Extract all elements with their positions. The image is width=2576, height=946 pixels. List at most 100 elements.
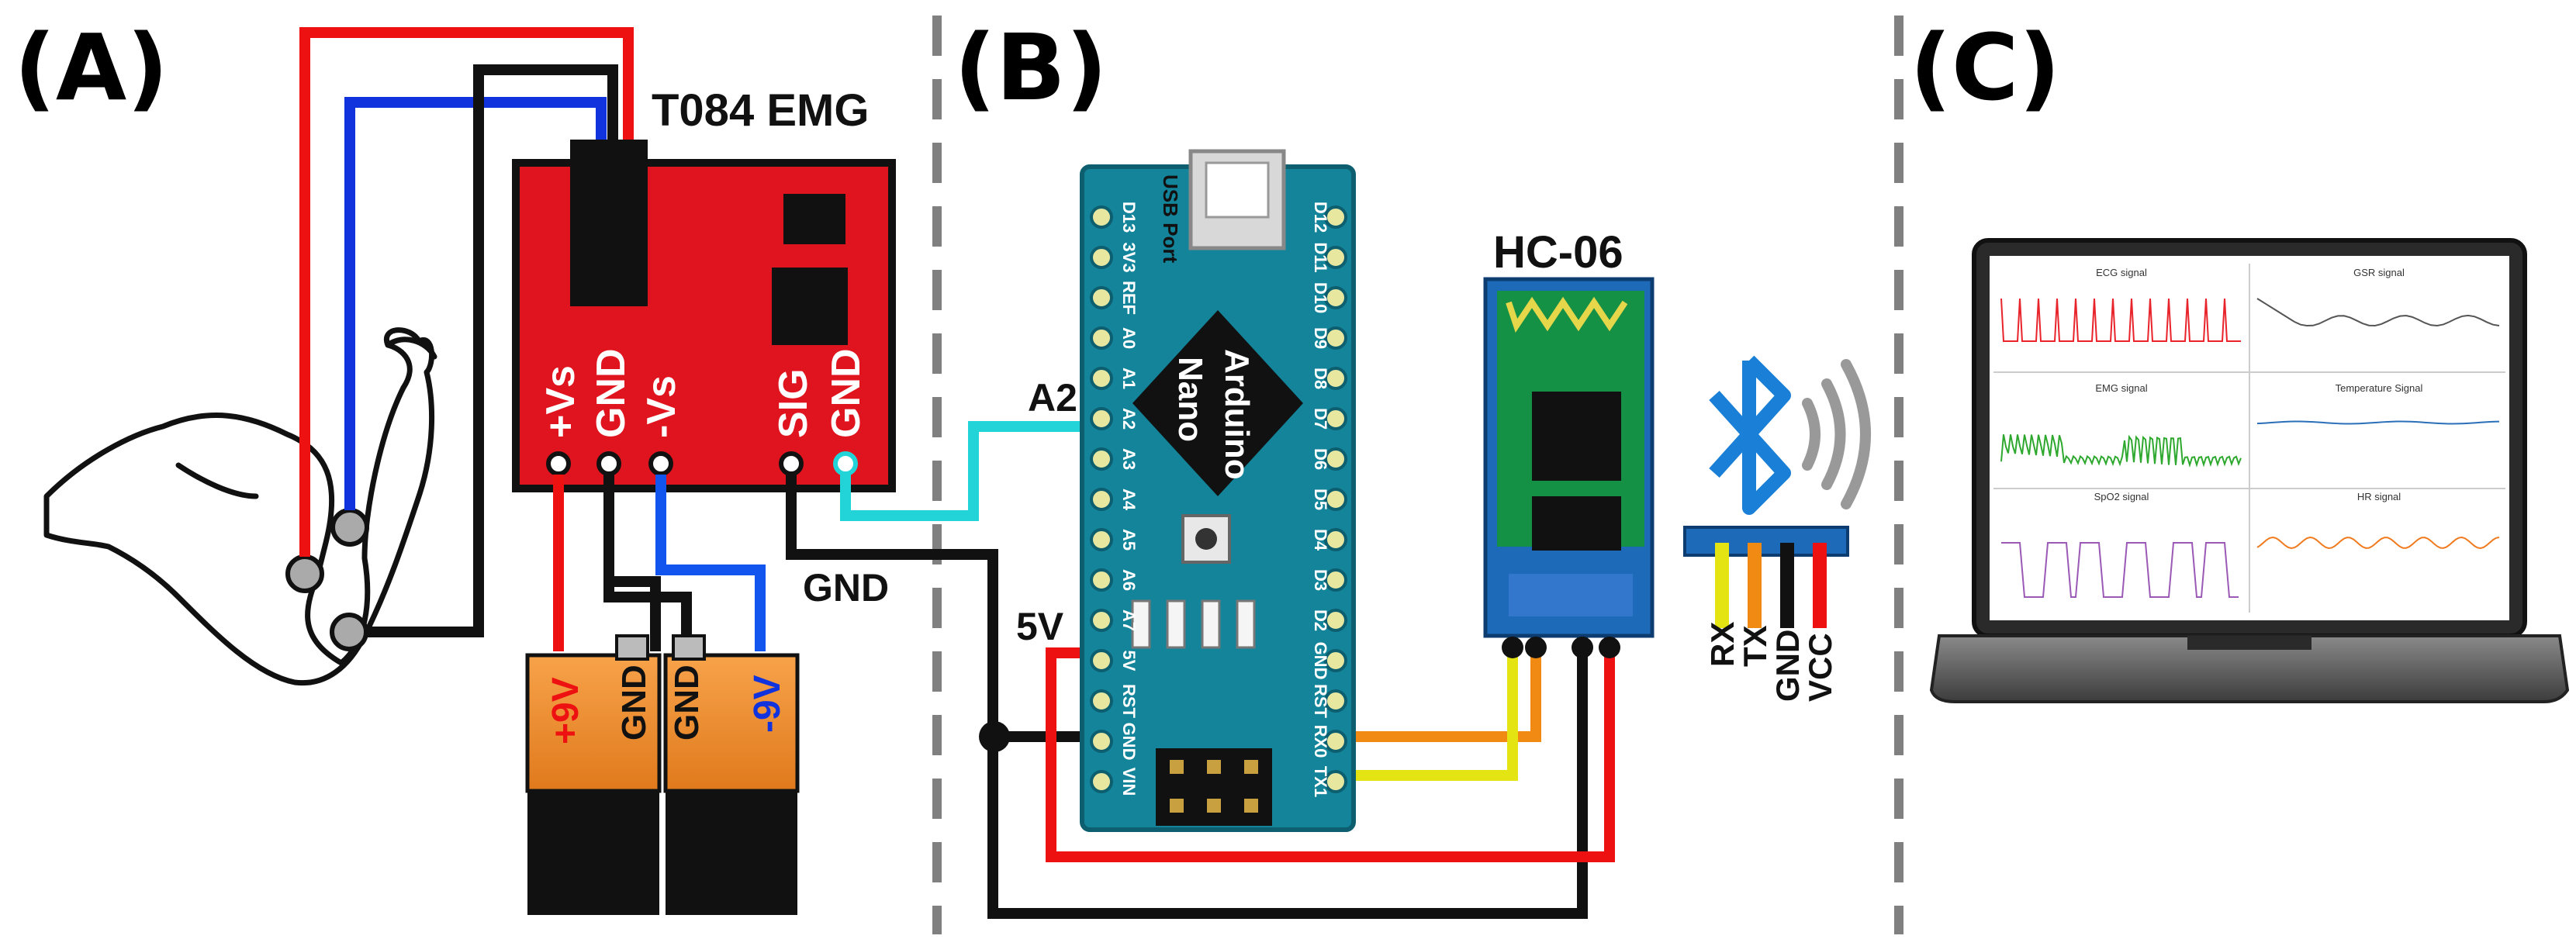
plot-title-ecg: ECG signal [2096, 267, 2147, 278]
arduino-pin-label-left-5v: 5V [1119, 651, 1139, 672]
wire-label-gnd: GND [803, 566, 889, 609]
yellow-tx-wire [1346, 636, 1518, 781]
plot-title-temperature: Temperature Signal [2336, 382, 2423, 394]
hc06-module [1483, 277, 1655, 638]
arduino-pin-label-right-d11: D11 [1311, 242, 1330, 272]
plot-title-emg: EMG signal [2095, 382, 2147, 394]
arduino-pin-left-a5 [1090, 528, 1113, 551]
emg-pin-sig: SIG [771, 368, 816, 438]
emg-pin-vs-plus: +Vs [538, 365, 583, 438]
arduino-name-2: Nano [1171, 357, 1209, 442]
arduino-pin-label-left-vin: VIN [1119, 768, 1139, 796]
wire-gnd-batt-right [603, 582, 692, 651]
arduino-pin-label-right-tx1: TX1 [1311, 766, 1330, 797]
hc06-pin-gnd [1572, 637, 1593, 658]
arduino-pin-right-d2 [1324, 609, 1347, 632]
wire-vs-minus [655, 475, 766, 651]
arduino-pin-left-a3 [1090, 447, 1113, 471]
reset-button-cap [1195, 528, 1217, 550]
arduino-nano-board [1080, 149, 1356, 832]
emg-pin-hole-5 [833, 451, 858, 476]
arduino-pin-label-left-a5: A5 [1119, 529, 1139, 551]
hc06-title: HC-06 [1493, 227, 1623, 278]
arduino-pin-right-d7 [1324, 407, 1347, 430]
hc06-pin-tx [1525, 637, 1547, 658]
temperature-trace [2256, 420, 2500, 425]
arduino-pin-label-right-d3: D3 [1311, 569, 1330, 591]
wire-label-a2: A2 [1028, 376, 1077, 419]
arduino-pin-right-d6 [1324, 447, 1347, 471]
arduino-pin-right-d5 [1324, 488, 1347, 511]
arduino-pin-right-rst [1324, 689, 1347, 713]
wire-gnd-batt-left [603, 475, 661, 651]
ecg-trace [2000, 298, 2241, 342]
panel-label-a: (A) [14, 14, 168, 121]
emg-pin-gnd-1: GND [589, 348, 634, 438]
arduino-pin-label-left-3v3: 3V3 [1119, 242, 1139, 272]
arduino-pin-label-left-a7: A7 [1119, 609, 1139, 631]
arduino-pin-label-left-a1: A1 [1119, 368, 1139, 389]
plot-title-hr: HR signal [2357, 491, 2401, 502]
arduino-name-1: Arduino [1218, 349, 1256, 480]
arduino-pin-left-3v3 [1090, 246, 1113, 269]
led-rx [1201, 599, 1221, 649]
arduino-pin-left-a6 [1090, 568, 1113, 592]
arduino-pin-left-a0 [1090, 326, 1113, 350]
emg-module-title: T084 EMG [652, 85, 869, 136]
led-l [1166, 599, 1186, 649]
emg-trace [2000, 434, 2242, 468]
arduino-pin-left-a7 [1090, 609, 1113, 632]
hc06-pin-rx [1502, 637, 1523, 658]
arduino-pin-label-right-d8: D8 [1311, 368, 1330, 389]
arduino-pin-label-right-gnd: GND [1311, 642, 1330, 680]
electrode-reference [330, 613, 368, 651]
arduino-pin-right-d11 [1324, 246, 1347, 269]
led-pwr [1131, 599, 1151, 649]
wireless-waves-icon [1802, 359, 1871, 509]
emg-pin-gnd-2: GND [824, 348, 869, 438]
arduino-pin-left-vin [1090, 770, 1113, 793]
emg-pin-hole-4 [779, 451, 804, 476]
electrode-1 [330, 508, 369, 547]
pinout-label-vcc: VCC [1802, 633, 1838, 702]
emg-chip-large [772, 268, 848, 345]
arduino-pin-label-right-d9: D9 [1311, 327, 1330, 349]
emg-chip-small [783, 194, 845, 244]
emg-pin-hole-3 [648, 451, 673, 476]
arduino-pin-label-left-a3: A3 [1119, 448, 1139, 470]
emg-jack [570, 140, 648, 306]
hc06-pin-vcc [1599, 637, 1620, 658]
electrode-2 [285, 554, 324, 593]
arduino-pin-label-right-d2: D2 [1311, 609, 1330, 631]
emg-pin-hole-1 [546, 451, 571, 476]
arduino-pin-left-5v [1090, 649, 1113, 672]
arduino-pin-left-d13 [1090, 205, 1113, 229]
arduino-pin-label-right-rst: RST [1311, 684, 1330, 719]
red-electrode-wire [299, 27, 634, 557]
battery-left-positive-label: +9V [545, 677, 586, 744]
arduino-pin-right-tx1 [1324, 770, 1347, 793]
arduino-pin-right-d12 [1324, 205, 1347, 229]
arduino-pin-left-a1 [1090, 367, 1113, 390]
arduino-pin-label-right-d5: D5 [1311, 489, 1330, 510]
arduino-pin-label-right-rx0: RX0 [1311, 725, 1330, 758]
battery-right-gnd-label: GND [668, 665, 706, 741]
wire-label-5v: 5V [1016, 605, 1064, 648]
pinout-label-tx: TX [1737, 625, 1773, 667]
red-5v-wire [1046, 636, 1615, 862]
plot-title-spo2: SpO2 signal [2094, 491, 2149, 502]
arduino-pin-left-a2 [1090, 407, 1113, 430]
spo2-trace [2001, 542, 2239, 598]
gsr-trace [2256, 298, 2500, 327]
arduino-pin-right-d9 [1324, 326, 1347, 350]
cyan-signal-wire [840, 421, 1101, 521]
arduino-pin-right-gnd [1324, 649, 1347, 672]
bluetooth-icon [1709, 355, 1791, 515]
arduino-pin-label-left-a6: A6 [1119, 569, 1139, 591]
led-tx [1236, 599, 1256, 649]
arduino-pin-left-gnd [1090, 730, 1113, 753]
pinout-label-rx: RX [1704, 622, 1741, 667]
plot-title-gsr: GSR signal [2353, 267, 2405, 278]
arduino-pin-label-left-gnd: GND [1119, 723, 1139, 761]
arduino-pin-right-d4 [1324, 528, 1347, 551]
